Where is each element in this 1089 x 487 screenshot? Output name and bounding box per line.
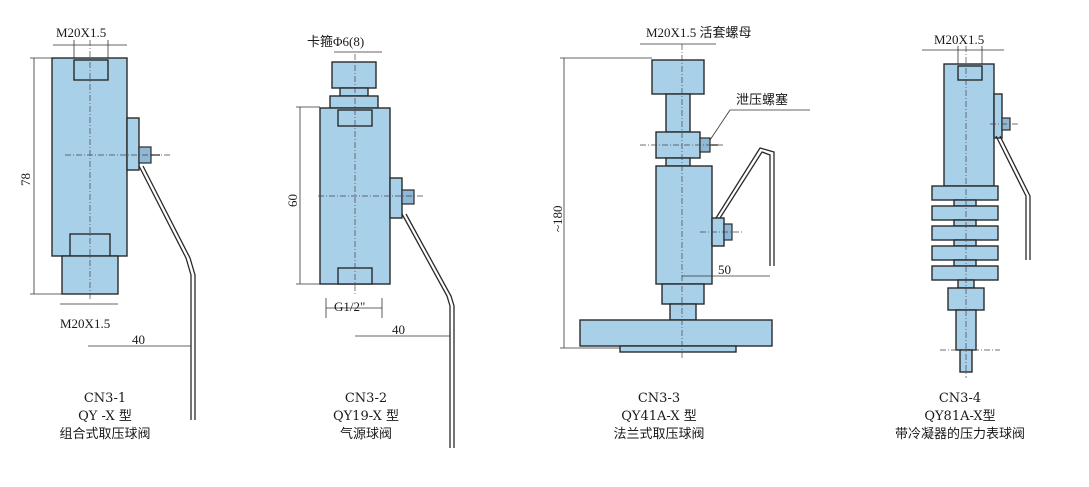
cn3-3-flange [579, 319, 773, 347]
cn3-2-name: 气源球阀 [339, 427, 392, 442]
cn3-2-compression-nut [331, 61, 377, 89]
cn3-3-lower-neck [669, 303, 697, 321]
cn3-2-arm-dim: 40 [392, 322, 405, 337]
cn3-2-handle-nut [401, 189, 415, 205]
cn3-4-stem-boss [993, 93, 1003, 139]
cn3-1-stem-boss [126, 117, 140, 171]
cn3-4-top-nut [957, 65, 983, 81]
cn3-4-body [943, 63, 995, 187]
cn3-3-body [655, 165, 713, 285]
cn3-4-name: 带冷凝器的压力表球阀 [894, 427, 1025, 442]
cn3-2-hex [329, 95, 379, 109]
cn3-3-lower-hex [661, 283, 705, 305]
cn3-2-stem-boss [389, 177, 403, 219]
cn3-3-union-nut [651, 59, 705, 95]
cn3-4-model: QY81A-X型 [924, 409, 996, 424]
cn3-3-arm-dim: 50 [718, 262, 731, 277]
cn3-1-top-nut [73, 59, 109, 81]
cn3-2-top-label: 卡箍Φ6(8) [307, 34, 364, 49]
cn3-2-caption: CN3-2 QY19-X 型 气源球阀 [306, 390, 426, 444]
cn3-2-code: CN3-2 [344, 391, 388, 406]
cn3-3-name: 法兰式取压球阀 [613, 427, 705, 442]
cn3-3-mid-neck [665, 157, 691, 167]
cn3-1-top-thread-label: M20X1.5 [56, 25, 106, 40]
cn3-1-name: 组合式取压球阀 [59, 427, 151, 442]
cn3-1-height-dim: 78 [18, 173, 33, 186]
cn3-3-upper-neck [665, 93, 691, 133]
cn3-2-bottom-thread-label: G1/2" [334, 299, 365, 314]
cn3-2-height-dim: 60 [285, 194, 300, 207]
valve-cn3-4: M20X1.5 [922, 32, 1031, 378]
cn3-1-caption: CN3-1 QY -X 型 组合式取压球阀 [30, 390, 180, 444]
cn3-3-caption: CN3-3 QY41A-X 型 法兰式取压球阀 [584, 390, 734, 444]
valve-cn3-1: M20X1.5 78 M20X1.5 40 [18, 25, 196, 420]
cn3-1-body [51, 57, 128, 257]
cn3-3-model: QY41A-X 型 [621, 409, 697, 424]
cn3-3-top-label: M20X1.5 活套螺母 [646, 25, 751, 40]
cn3-4-caption: CN3-4 QY81A-X型 带冷凝器的压力表球阀 [870, 390, 1050, 444]
cn3-4-code: CN3-4 [938, 391, 982, 406]
cn3-1-code: CN3-1 [83, 391, 127, 406]
cn3-4-top-thread-label: M20X1.5 [934, 32, 984, 47]
cn3-1-arm-dim: 40 [132, 332, 145, 347]
cn3-1-model: QY -X 型 [78, 409, 132, 424]
cn3-3-flange-face [619, 345, 737, 353]
cn3-3-code: CN3-3 [637, 391, 681, 406]
valve-cn3-3: M20X1.5 活套螺母 ~180 泄压螺塞 50 [550, 25, 810, 358]
cn3-2-model: QY19-X 型 [332, 409, 400, 424]
cn3-3-height-dim: ~180 [550, 205, 565, 232]
cn3-2-neck [339, 87, 369, 97]
cn3-4-condenser [931, 185, 999, 281]
valve-cn3-2: 卡箍Φ6(8) 60 G1/2" 40 [285, 34, 455, 448]
cn3-3-side-label: 泄压螺塞 [736, 92, 788, 107]
cn3-1-bottom-thread-label: M20X1.5 [60, 316, 110, 331]
